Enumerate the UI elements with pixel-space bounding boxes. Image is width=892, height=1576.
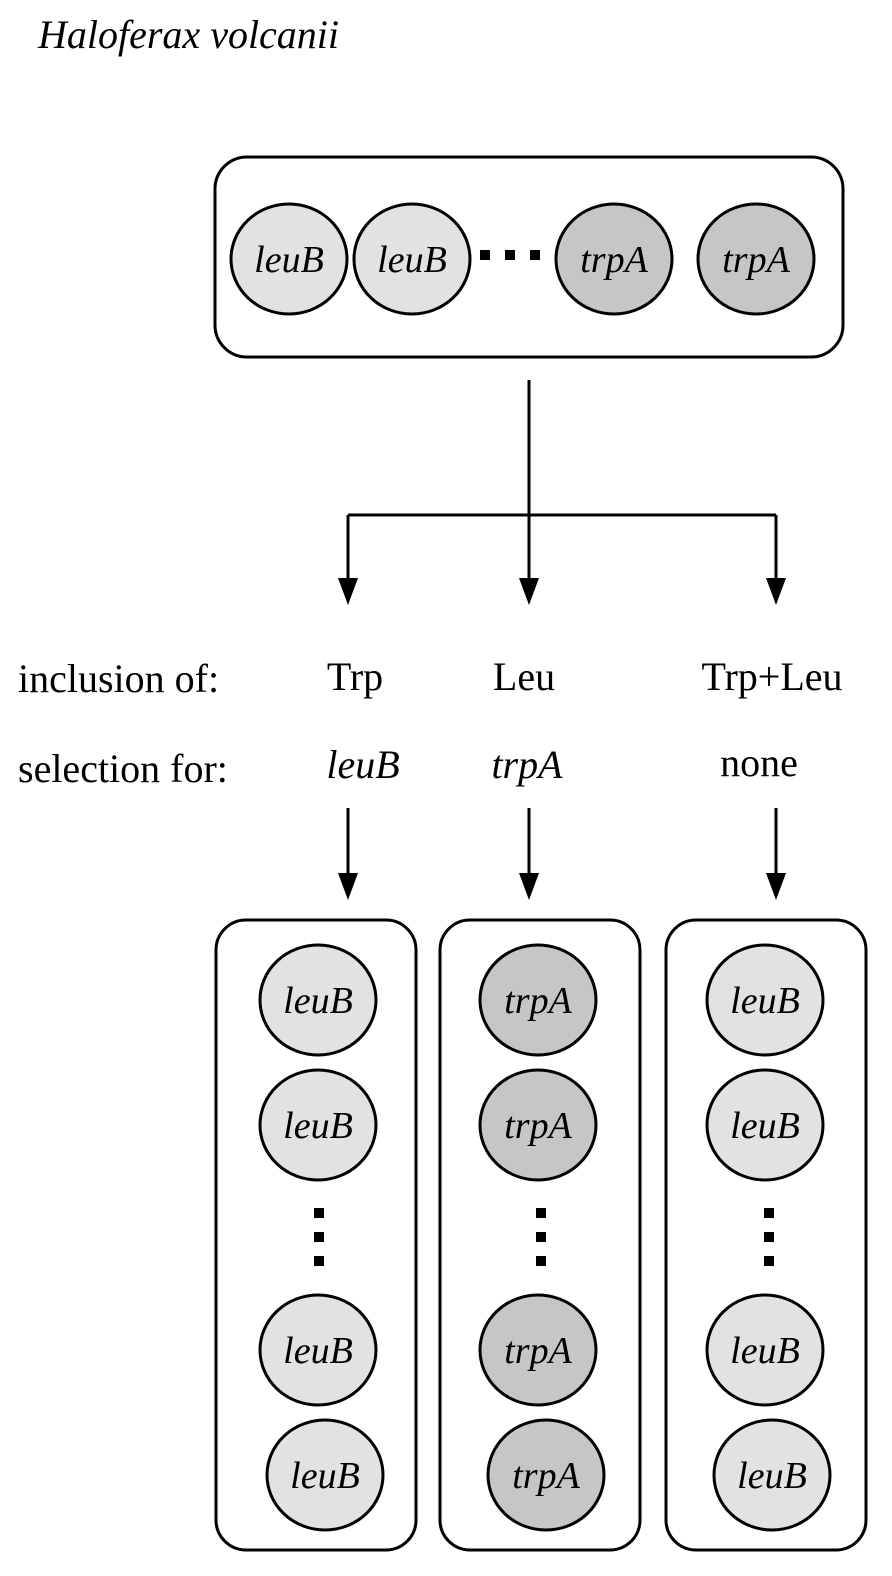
top-ellipsis	[480, 250, 540, 260]
selection-arrowheads	[338, 873, 786, 900]
top-population-box	[213, 155, 845, 359]
result-box-trp	[214, 918, 418, 1552]
result-cell-label: trpA	[504, 1105, 572, 1147]
result-cell: trpA	[478, 1068, 598, 1182]
vertical-ellipsis	[764, 1208, 774, 1266]
arrow-down-icon	[766, 578, 786, 605]
selection-arrows	[346, 808, 778, 875]
branch-connector	[346, 380, 778, 580]
result-cell: leuB	[258, 1068, 378, 1182]
result-cell: trpA	[486, 1418, 606, 1532]
top-cell-leub-2: leuB	[352, 202, 472, 316]
arrow-down-icon	[338, 873, 358, 900]
result-cell: trpA	[478, 1293, 598, 1407]
vertical-ellipsis	[314, 1208, 324, 1266]
result-cell-label: leuB	[283, 1330, 353, 1372]
result-cell: leuB	[705, 943, 825, 1057]
arrow-down-icon	[766, 873, 786, 900]
selection-leub: leuB	[326, 742, 399, 787]
result-cell: leuB	[258, 943, 378, 1057]
inclusion-trp-leu: Trp+Leu	[701, 654, 842, 699]
result-cell: leuB	[705, 1293, 825, 1407]
result-cell: leuB	[265, 1418, 385, 1532]
result-cell-label: leuB	[730, 980, 800, 1022]
result-cell: leuB	[712, 1418, 832, 1532]
arrow-down-icon	[519, 578, 539, 605]
selection-trpa: trpA	[491, 742, 563, 787]
arrow-down-icon	[338, 578, 358, 605]
vertical-ellipsis	[536, 1208, 546, 1266]
inclusion-trp: Trp	[327, 654, 383, 699]
top-cell-label: trpA	[722, 239, 790, 281]
inclusion-leu: Leu	[493, 654, 555, 699]
top-cell-trpa-1: trpA	[554, 202, 674, 316]
result-cell-label: leuB	[283, 1105, 353, 1147]
result-cell: leuB	[705, 1068, 825, 1182]
result-cell-label: leuB	[283, 980, 353, 1022]
diagram-title: Haloferax volcanii	[37, 12, 339, 57]
top-cell-leub-1: leuB	[229, 202, 349, 316]
result-cell-label: leuB	[290, 1455, 360, 1497]
result-cell-label: trpA	[512, 1455, 580, 1497]
top-cell-label: leuB	[377, 239, 447, 281]
selection-row-label: selection for:	[18, 746, 228, 791]
top-cell-label: leuB	[254, 239, 324, 281]
result-cell-label: leuB	[737, 1455, 807, 1497]
result-cell: leuB	[258, 1293, 378, 1407]
top-cell-label: trpA	[580, 239, 648, 281]
result-box-leu	[438, 918, 642, 1552]
branch-arrowheads	[338, 578, 786, 605]
result-cell-label: leuB	[730, 1105, 800, 1147]
arrow-down-icon	[519, 873, 539, 900]
result-box-trp-leu	[664, 918, 868, 1552]
result-cell-label: leuB	[730, 1330, 800, 1372]
result-cell: trpA	[478, 943, 598, 1057]
inclusion-row-label: inclusion of:	[18, 656, 219, 701]
selection-none: none	[720, 740, 798, 785]
result-cell-label: trpA	[504, 980, 572, 1022]
result-cell-label: trpA	[504, 1330, 572, 1372]
top-cell-trpa-2: trpA	[696, 202, 816, 316]
